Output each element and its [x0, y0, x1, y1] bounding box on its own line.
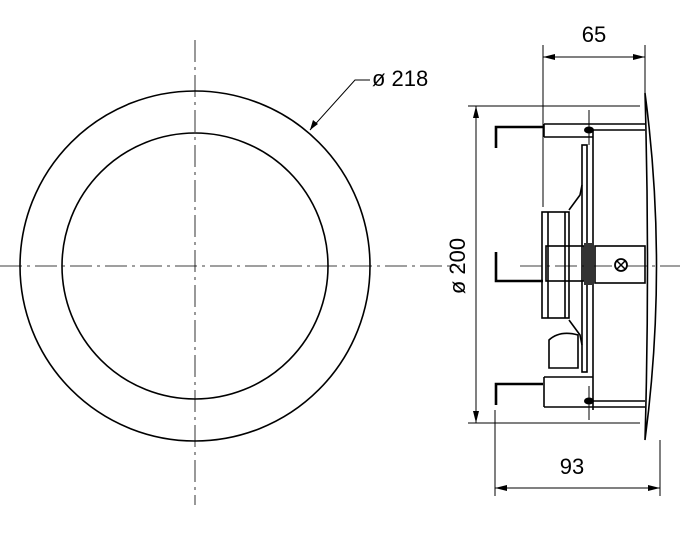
terminal: [548, 332, 579, 369]
outer-ring: [19, 90, 371, 442]
bottom-bracket: [494, 382, 543, 405]
top-bracket: [494, 125, 543, 148]
threaded-stud: [584, 243, 594, 285]
side-view: ø 200: [445, 22, 680, 496]
depth-65-label: 65: [582, 22, 606, 47]
diameter-leader: [309, 79, 370, 131]
leader-arrowhead: [310, 120, 318, 130]
front-diameter-label: ø 218: [372, 66, 428, 91]
mounting-bar: [594, 245, 646, 284]
middle-bracket: [494, 252, 543, 283]
front-view: ø 218: [0, 40, 460, 505]
side-diameter-label: ø 200: [445, 238, 470, 294]
depth-93-label: 93: [560, 454, 584, 479]
grille-plate: [644, 92, 658, 441]
magnet: [541, 211, 570, 319]
inner-ring: [61, 132, 329, 400]
